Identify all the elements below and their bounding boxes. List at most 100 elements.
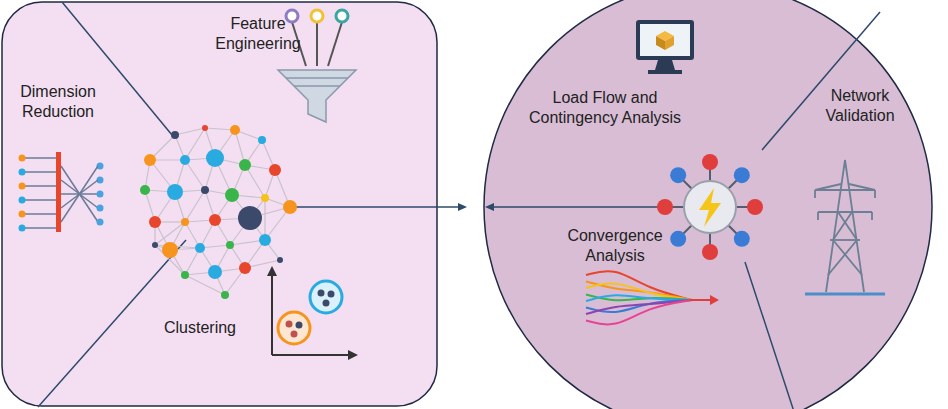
section-label: Feature Engineering xyxy=(203,14,313,54)
neural-network-icon-part xyxy=(195,243,205,253)
neural-network-icon-part xyxy=(261,194,269,202)
section-label: Dimension Reduction xyxy=(6,82,110,122)
neural-network-icon-part xyxy=(208,265,222,279)
neural-network-icon-part xyxy=(239,159,251,171)
ml-panel-outline xyxy=(1,1,438,407)
neural-network-icon-part xyxy=(238,206,262,230)
neural-network-icon-part xyxy=(225,188,239,202)
neural-network-icon-part xyxy=(283,200,297,214)
transmission-tower-icon-part xyxy=(814,190,816,198)
neural-network-icon-part xyxy=(277,257,283,263)
power-system-panel-outline xyxy=(483,0,933,409)
dimension-reduction-icon-part xyxy=(19,169,26,176)
transmission-tower-icon-part xyxy=(871,212,873,220)
neural-network-icon-part xyxy=(221,291,229,299)
clustering-chart-icon-part xyxy=(296,322,303,329)
neural-network-icon-part xyxy=(226,241,234,249)
dimension-reduction-icon-part xyxy=(19,197,26,204)
power-grid-icon-part xyxy=(699,188,721,227)
neural-network-icon-part xyxy=(206,149,224,167)
funnel-icon-part xyxy=(294,85,340,87)
power-grid-icon-part xyxy=(657,199,673,215)
dimension-reduction-icon-part xyxy=(19,225,26,232)
section-label: Clustering xyxy=(145,318,255,338)
neural-network-icon-part xyxy=(180,155,190,165)
monitor-icon-part xyxy=(636,20,694,60)
dimension-reduction-icon-part xyxy=(24,185,56,187)
neural-network-icon-part xyxy=(167,184,183,200)
neural-network-icon-part xyxy=(181,271,189,279)
neural-network-icon-part xyxy=(258,136,266,144)
transmission-tower-icon-part xyxy=(818,211,872,213)
neural-network-icon-part xyxy=(181,218,189,226)
monitor-icon-part xyxy=(656,36,665,50)
clustering-chart-icon-part xyxy=(278,312,310,344)
neural-network-icon-part xyxy=(230,125,240,135)
clustering-chart-icon-part xyxy=(291,331,298,338)
neural-network-icon-part xyxy=(171,131,179,139)
dimension-reduction-icon-part xyxy=(24,199,56,201)
dimension-reduction-icon-part xyxy=(19,183,26,190)
convergence-lines-icon-part xyxy=(690,299,712,301)
flow-arrow-part xyxy=(492,206,682,208)
neural-network-icon-part xyxy=(209,214,221,226)
funnel-icon-part xyxy=(286,77,348,79)
monitor-icon-part xyxy=(648,70,682,74)
dimension-reduction-icon-part xyxy=(24,157,56,159)
power-system-panel: Load Flow and Contingency Analysis Networ… xyxy=(483,0,933,409)
dimension-reduction-icon-part xyxy=(24,171,56,173)
clustering-chart-icon-part xyxy=(271,272,273,355)
neural-network-icon-part xyxy=(259,234,271,246)
monitor-icon-part xyxy=(655,60,675,70)
transmission-tower-icon-part xyxy=(815,189,875,191)
neural-network-icon-part xyxy=(149,216,161,228)
dimension-reduction-icon-part xyxy=(24,213,56,215)
neural-network-icon-part xyxy=(140,185,150,195)
section-label: Load Flow and Contingency Analysis xyxy=(525,88,685,128)
dimension-reduction-icon-part xyxy=(97,191,104,198)
neural-network-icon-part xyxy=(144,154,156,166)
neural-network-icon-part xyxy=(202,125,208,131)
dimension-reduction-icon-part xyxy=(97,219,104,226)
transmission-tower-icon-part xyxy=(817,212,819,220)
dimension-reduction-icon-part xyxy=(19,155,26,162)
section-label: Network Validation xyxy=(812,86,908,126)
monitor-icon-part xyxy=(640,24,690,56)
dimension-reduction-icon-part xyxy=(97,205,104,212)
power-grid-icon xyxy=(657,154,763,260)
dimension-reduction-icon-part xyxy=(24,227,56,229)
power-grid-icon-part xyxy=(702,244,718,260)
power-grid-icon-part xyxy=(734,231,750,247)
ml-panel: Feature EngineeringDimension ReductionCl… xyxy=(1,1,438,407)
power-grid-icon-part xyxy=(670,167,686,183)
neural-network-icon-part xyxy=(201,186,209,194)
neural-network-icon-part xyxy=(264,198,265,240)
funnel-icon-part xyxy=(286,10,298,22)
neural-network-icon-part xyxy=(269,164,281,176)
monitor-icon-part xyxy=(665,36,674,50)
power-grid-icon-part xyxy=(734,167,750,183)
flow-arrow-part xyxy=(458,203,467,211)
clustering-chart-icon-part xyxy=(286,321,293,328)
funnel-icon-part xyxy=(316,22,318,66)
power-grid-icon-part xyxy=(702,154,718,170)
funnel-icon-part xyxy=(311,10,323,22)
power-system-panel-outline-part xyxy=(484,0,932,409)
clustering-chart-icon-part xyxy=(310,281,342,313)
clustering-chart-icon-part xyxy=(323,300,330,307)
ml-panel-outline-part xyxy=(2,2,437,406)
section-label: Convergence Analysis xyxy=(555,226,675,266)
transmission-tower-icon-part xyxy=(830,239,860,241)
power-grid-icon-part xyxy=(747,199,763,215)
neural-network-icon-part xyxy=(162,242,178,258)
transmission-tower-icon-part xyxy=(874,190,876,198)
dimension-reduction-icon-part xyxy=(19,211,26,218)
neural-network-icon-part xyxy=(152,242,158,248)
clustering-chart-icon-part xyxy=(328,291,335,298)
flow-arrow-part xyxy=(292,206,460,208)
funnel-icon-part xyxy=(336,10,348,22)
clustering-chart-icon-part xyxy=(272,354,352,356)
neural-network-icon-part xyxy=(239,262,251,274)
